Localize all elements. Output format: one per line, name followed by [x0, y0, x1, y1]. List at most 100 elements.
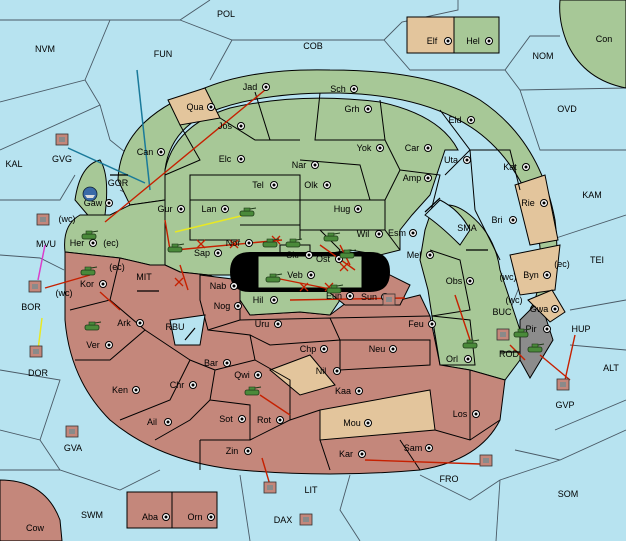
province-label-jad[interactable]: Jad	[243, 82, 258, 92]
province-label-nor[interactable]: Nor	[226, 238, 241, 248]
army-unit-icon[interactable]	[265, 273, 283, 283]
army-unit-icon[interactable]	[462, 339, 480, 349]
sea-label-alt[interactable]: ALT	[603, 363, 619, 373]
sea-label-pol[interactable]: POL	[217, 9, 235, 19]
dislodged-unit-icon[interactable]	[556, 378, 570, 391]
dislodged-unit-icon[interactable]	[65, 425, 79, 438]
province-label-nil[interactable]: Nil	[316, 366, 327, 376]
army-unit-icon[interactable]	[80, 266, 98, 276]
province-label-car[interactable]: Car	[405, 143, 420, 153]
province-label-nog[interactable]: Nog	[214, 301, 231, 311]
dislodged-unit-icon[interactable]	[496, 328, 510, 341]
province-label-jos[interactable]: Jos	[218, 121, 233, 131]
sea-label-rbu[interactable]: RBU	[165, 322, 184, 332]
army-unit-icon[interactable]	[262, 238, 280, 248]
province-label-skr[interactable]: Skr	[286, 250, 300, 260]
province-label-neu[interactable]: Neu	[369, 344, 386, 354]
dislodged-unit-icon[interactable]	[479, 454, 493, 467]
province-label-sam[interactable]: Sam	[404, 443, 423, 453]
dislodged-unit-icon[interactable]	[28, 280, 42, 293]
province-label-sot[interactable]: Sot	[219, 414, 233, 424]
province-label-orl[interactable]: Orl	[446, 354, 458, 364]
dislodged-unit-icon[interactable]	[299, 513, 313, 526]
province-label-uru[interactable]: Uru	[255, 319, 270, 329]
sea-label-swm[interactable]: SWM	[81, 510, 103, 520]
province-label-amp[interactable]: Amp	[403, 173, 422, 183]
province-label-ver[interactable]: Ver	[86, 340, 100, 350]
province-label-ark[interactable]: Ark	[117, 318, 131, 328]
province-label-olk[interactable]: Olk	[304, 180, 318, 190]
province-label-eld[interactable]: Eld	[448, 115, 461, 125]
sea-label-cob[interactable]: COB	[303, 41, 323, 51]
province-label-gaw[interactable]: Gaw	[84, 198, 103, 208]
sea-label-sma[interactable]: SMA	[457, 223, 477, 233]
province-label-qwi[interactable]: Qwi	[234, 370, 250, 380]
sea-label-gvp[interactable]: GVP	[555, 400, 574, 410]
dislodged-unit-icon[interactable]	[55, 133, 69, 146]
province-label-gwa[interactable]: Gwa	[530, 304, 549, 314]
province-label-mou[interactable]: Mou	[343, 418, 361, 428]
province-label-ail[interactable]: Ail	[147, 417, 157, 427]
province-label-feu[interactable]: Feu	[408, 319, 424, 329]
sea-label-fun[interactable]: FUN	[154, 49, 173, 59]
province-label-her[interactable]: Her	[70, 238, 85, 248]
province-label-kat[interactable]: Kat	[503, 162, 517, 172]
dislodged-unit-icon[interactable]	[263, 481, 277, 494]
province-label-ost[interactable]: Ost	[316, 254, 331, 264]
province-label-yok[interactable]: Yok	[357, 143, 372, 153]
army-unit-icon[interactable]	[81, 230, 99, 240]
province-label-uta[interactable]: Uta	[444, 155, 458, 165]
province-label-tel[interactable]: Tel	[252, 180, 264, 190]
province-label-bar[interactable]: Bar	[204, 358, 218, 368]
sea-label-nom[interactable]: NOM	[533, 51, 554, 61]
army-unit-icon[interactable]	[84, 321, 102, 331]
army-unit-icon[interactable]	[244, 386, 262, 396]
sea-label-mvu[interactable]: MVU	[36, 239, 56, 249]
sea-label-gvg[interactable]: GVG	[52, 154, 72, 164]
province-label-hug[interactable]: Hug	[334, 204, 351, 214]
sea-label-con[interactable]: Con	[596, 34, 613, 44]
province-label-elf[interactable]: Elf	[427, 36, 438, 46]
province-label-mel[interactable]: Mel	[407, 250, 422, 260]
sea-label-bor[interactable]: BOR	[21, 302, 41, 312]
sea-label-fro[interactable]: FRO	[440, 474, 459, 484]
province-label-aba[interactable]: Aba	[142, 512, 158, 522]
dislodged-unit-icon[interactable]	[29, 345, 43, 358]
province-label-sun[interactable]: Sun	[361, 292, 377, 302]
province-label-can[interactable]: Can	[137, 147, 154, 157]
province-label-lan[interactable]: Lan	[201, 204, 216, 214]
sea-label-rod[interactable]: ROD	[499, 349, 520, 359]
province-label-chp[interactable]: Chp	[300, 344, 317, 354]
province-label-hel[interactable]: Hel	[466, 36, 480, 46]
province-label-sch[interactable]: Sch	[330, 84, 346, 94]
province-label-kar[interactable]: Kar	[339, 449, 353, 459]
army-unit-icon[interactable]	[239, 207, 257, 217]
sea-label-nvm[interactable]: NVM	[35, 44, 55, 54]
dislodged-unit-icon[interactable]	[36, 213, 50, 226]
province-label-rie[interactable]: Rie	[521, 198, 535, 208]
sea-label-buc[interactable]: BUC	[492, 307, 512, 317]
province-label-rot[interactable]: Rot	[257, 415, 272, 425]
sea-label-kam[interactable]: KAM	[582, 190, 602, 200]
province-label-kor[interactable]: Kor	[80, 279, 94, 289]
sea-label-kal[interactable]: KAL	[5, 159, 22, 169]
sea-label-hup[interactable]: HUP	[571, 324, 590, 334]
province-label-grh[interactable]: Grh	[344, 104, 359, 114]
sea-label-ovd[interactable]: OVD	[557, 104, 577, 114]
army-unit-icon[interactable]	[167, 243, 185, 253]
province-label-veb[interactable]: Veb	[287, 270, 303, 280]
sea-label-lit[interactable]: LIT	[304, 485, 318, 495]
province-label-orn[interactable]: Orn	[187, 512, 202, 522]
province-label-elc[interactable]: Elc	[219, 154, 232, 164]
province-label-esm[interactable]: Esm	[388, 228, 406, 238]
sea-label-dax[interactable]: DAX	[274, 515, 293, 525]
province-label-eun[interactable]: Eun	[326, 291, 342, 301]
army-unit-icon[interactable]	[323, 232, 341, 242]
army-unit-icon[interactable]	[339, 249, 357, 259]
province-label-obs[interactable]: Obs	[446, 276, 463, 286]
province-label-nab[interactable]: Nab	[210, 281, 227, 291]
army-unit-icon[interactable]	[285, 238, 303, 248]
province-label-nar[interactable]: Nar	[292, 160, 307, 170]
sea-label-dor[interactable]: DOR	[28, 368, 49, 378]
army-unit-icon[interactable]	[326, 284, 344, 294]
